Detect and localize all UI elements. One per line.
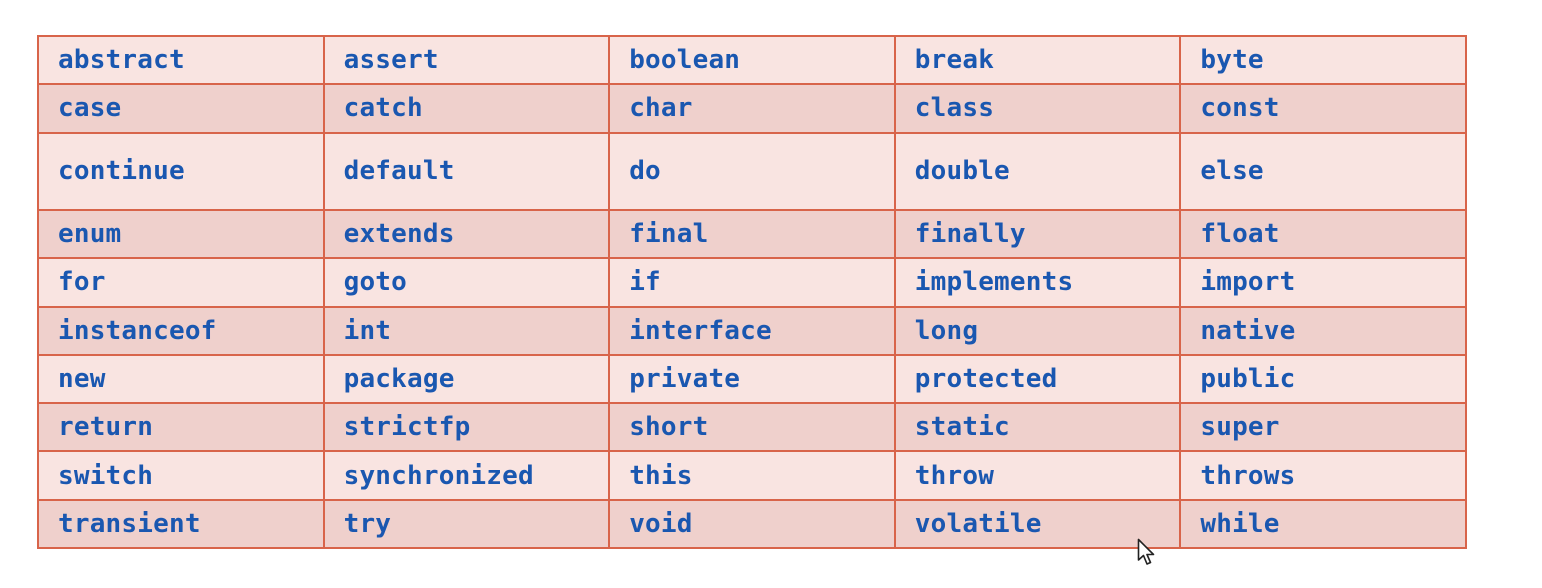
keyword-cell: try xyxy=(322,498,611,550)
java-keywords-table: abstract assert boolean break byte case … xyxy=(37,34,1467,550)
java-keywords-table-container: abstract assert boolean break byte case … xyxy=(37,34,1467,550)
table-row: for goto if implements import xyxy=(37,257,1467,308)
keyword-cell: byte xyxy=(1179,34,1467,86)
keyword-cell: enum xyxy=(37,209,325,260)
table-row: instanceof int interface long native xyxy=(37,305,1467,356)
keyword-cell: super xyxy=(1179,402,1467,453)
keyword-cell: import xyxy=(1179,257,1467,308)
keyword-cell: double xyxy=(893,131,1182,212)
keyword-cell: strictfp xyxy=(322,402,611,453)
keyword-cell: transient xyxy=(37,498,325,550)
keyword-cell: do xyxy=(608,131,896,212)
table-row: new package private protected public xyxy=(37,353,1467,405)
keyword-cell: for xyxy=(37,257,325,308)
keyword-cell: boolean xyxy=(608,34,896,86)
keyword-cell: continue xyxy=(37,131,325,212)
keyword-cell: extends xyxy=(322,209,611,260)
keyword-cell: finally xyxy=(893,209,1182,260)
keyword-cell: throw xyxy=(893,450,1182,501)
keyword-cell: short xyxy=(608,402,896,453)
keyword-cell: this xyxy=(608,450,896,501)
keyword-cell: implements xyxy=(893,257,1182,308)
table-row: abstract assert boolean break byte xyxy=(37,34,1467,86)
keyword-cell: break xyxy=(893,34,1182,86)
keyword-cell: final xyxy=(608,209,896,260)
keyword-cell: protected xyxy=(893,353,1182,405)
keyword-cell: new xyxy=(37,353,325,405)
keyword-cell: package xyxy=(322,353,611,405)
keyword-cell: synchronized xyxy=(322,450,611,501)
keyword-cell: native xyxy=(1179,305,1467,356)
table-row: switch synchronized this throw throws xyxy=(37,450,1467,501)
table-row: case catch char class const xyxy=(37,83,1467,134)
keyword-cell: goto xyxy=(322,257,611,308)
keyword-cell: instanceof xyxy=(37,305,325,356)
table-row: enum extends final finally float xyxy=(37,209,1467,260)
keyword-cell: private xyxy=(608,353,896,405)
keyword-cell: switch xyxy=(37,450,325,501)
keyword-cell: interface xyxy=(608,305,896,356)
keyword-cell: abstract xyxy=(37,34,325,86)
keyword-cell: return xyxy=(37,402,325,453)
keyword-cell: long xyxy=(893,305,1182,356)
keyword-cell: default xyxy=(322,131,611,212)
keyword-cell: while xyxy=(1179,498,1467,550)
keyword-cell: const xyxy=(1179,83,1467,134)
keyword-cell: class xyxy=(893,83,1182,134)
mouse-pointer-glyph xyxy=(1137,538,1155,565)
table-row: return strictfp short static super xyxy=(37,402,1467,453)
keyword-cell: else xyxy=(1179,131,1467,212)
table-row: transient try void volatile while xyxy=(37,498,1467,550)
keyword-cell: if xyxy=(608,257,896,308)
keyword-cell: public xyxy=(1179,353,1467,405)
keywords-table-body: abstract assert boolean break byte case … xyxy=(37,34,1467,550)
keyword-cell: case xyxy=(37,83,325,134)
keyword-cell: float xyxy=(1179,209,1467,260)
keyword-cell: static xyxy=(893,402,1182,453)
keyword-cell: volatile xyxy=(893,498,1182,550)
keyword-cell: throws xyxy=(1179,450,1467,501)
keyword-cell: char xyxy=(608,83,896,134)
keyword-cell: catch xyxy=(322,83,611,134)
keyword-cell: void xyxy=(608,498,896,550)
table-row: continue default do double else xyxy=(37,131,1467,212)
keyword-cell: assert xyxy=(322,34,611,86)
keyword-cell: int xyxy=(322,305,611,356)
mouse-pointer-icon xyxy=(1137,538,1157,568)
